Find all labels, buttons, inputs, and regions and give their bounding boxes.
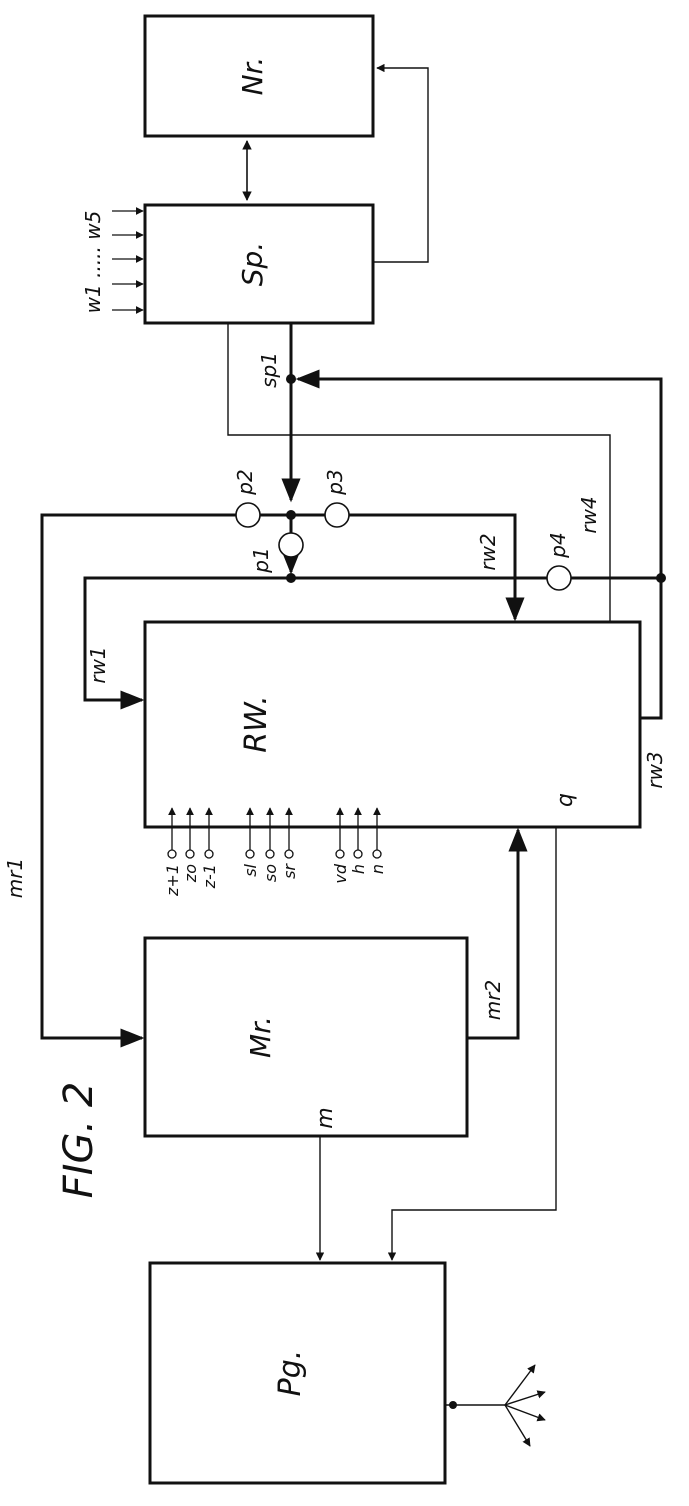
rw3-feedback-line (295, 369, 663, 720)
rw-label: RW. (239, 695, 274, 753)
rw4-label: rw4 (577, 496, 601, 533)
figure-label: FIG. 2 (56, 1082, 102, 1199)
p3-circle (324, 502, 350, 528)
mr-block (143, 936, 469, 1138)
sp1-label: sp1 (257, 352, 281, 388)
mr2-label: mr2 (481, 980, 505, 1020)
pg-output-arrows (504, 1364, 546, 1447)
p1-node (286, 573, 296, 583)
m-label: m (313, 1107, 338, 1128)
p1-circle (278, 532, 304, 558)
rw2-line (291, 513, 525, 622)
q-label: q (553, 793, 578, 807)
sp-inputs-label: w1 ..... w5 (81, 211, 105, 314)
nr-label: Nr. (236, 57, 269, 96)
rw-input-sl: sl (241, 863, 260, 876)
rw-input-z-minus-1: z-1 (200, 864, 219, 889)
sp-input-arrows (112, 207, 144, 314)
p4-label: p4 (546, 532, 570, 558)
rw-input-n: n (368, 864, 387, 874)
p1-label: p1 (249, 547, 273, 573)
pg-output-node (449, 1401, 457, 1409)
p2-label: p2 (233, 469, 257, 495)
mr1-label: mr1 (3, 858, 27, 898)
sp-label: Sp. (236, 242, 269, 286)
p3-label: p3 (323, 469, 347, 495)
rw1-line (83, 576, 661, 710)
sp-to-nr-feedback (373, 63, 429, 263)
right-node (656, 573, 666, 583)
rw-input-arrows (167, 807, 382, 859)
p2-circle (235, 502, 261, 528)
rw-input-h: h (349, 864, 368, 874)
rw-block (143, 620, 642, 829)
q-line (387, 827, 557, 1261)
rw2-label: rw2 (476, 533, 500, 570)
rw3-label: rw3 (643, 751, 667, 788)
rw-input-sr: sr (280, 863, 299, 879)
pg-label: Pg. (273, 1350, 308, 1397)
rw1-label: rw1 (86, 646, 110, 683)
sp-block (143, 203, 375, 325)
rw-input-so: so (261, 864, 280, 882)
rw-input-z-plus-1: z+1 (163, 864, 182, 897)
nr-block (143, 14, 375, 138)
p4-circle (546, 565, 572, 591)
mr2-line (467, 827, 528, 1040)
mr1-line (40, 513, 291, 1048)
sp1-node (286, 374, 296, 384)
rw-input-z-o: zo (181, 864, 200, 883)
mr-label: Mr. (244, 1016, 277, 1058)
sp-to-rw-line (227, 323, 611, 622)
rw-input-vd: vd (331, 863, 350, 883)
pg-block (148, 1261, 447, 1485)
